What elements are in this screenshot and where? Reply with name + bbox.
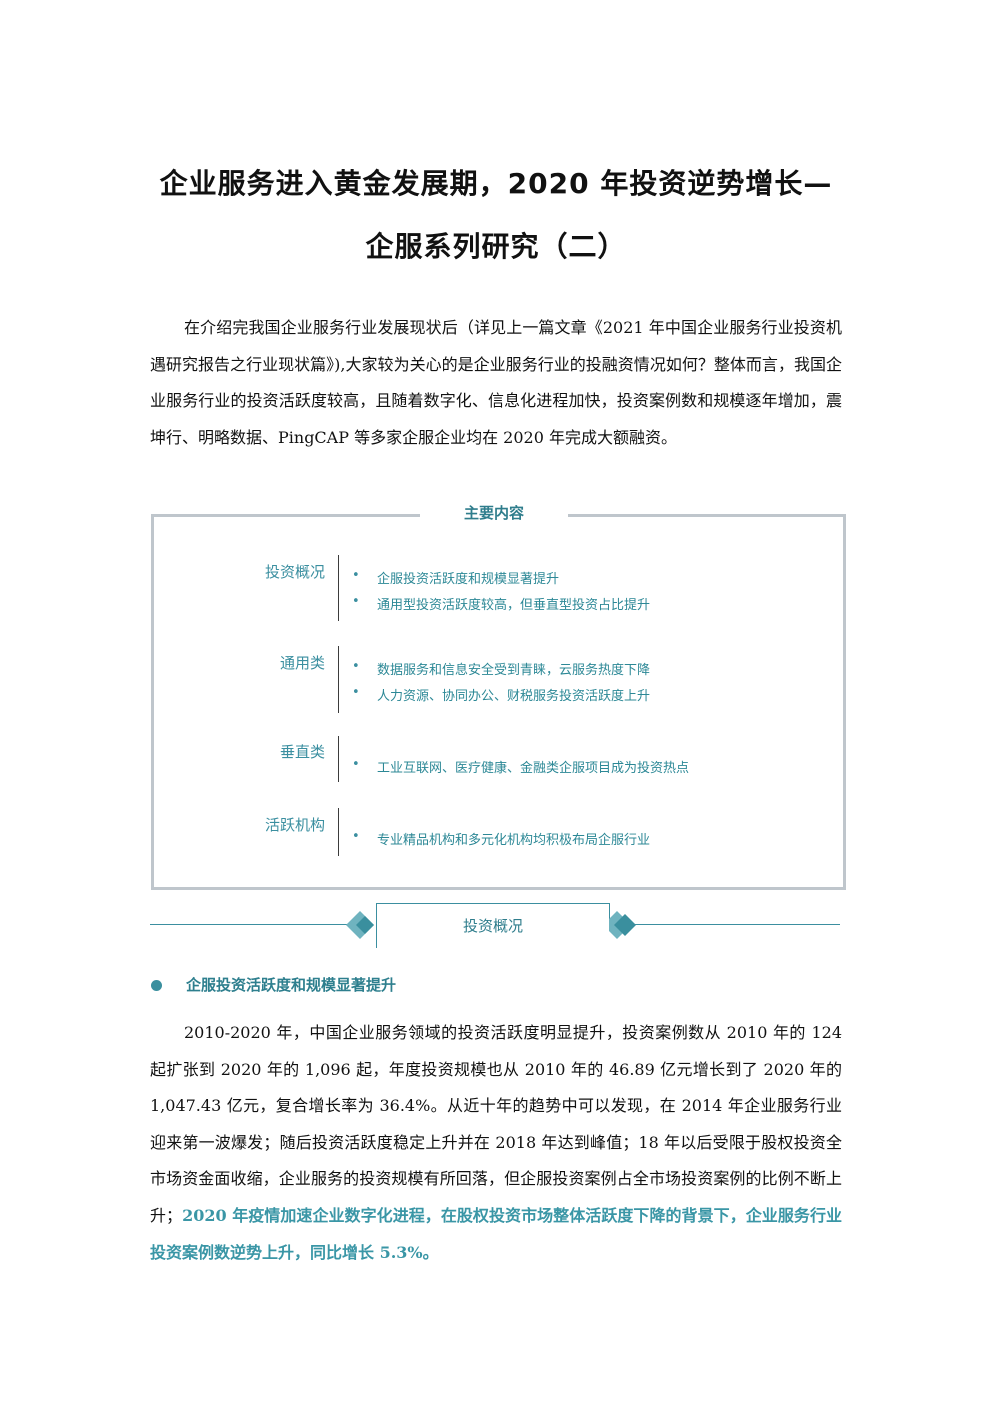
page-title-line2: 企服系列研究（二）	[365, 230, 627, 263]
summary-item: 数据服务和信息安全受到青睐，云服务热度下降	[377, 663, 651, 678]
summary-bullet: •	[352, 829, 360, 844]
double-diamond-icon	[609, 911, 636, 939]
dot-icon	[151, 980, 162, 991]
summary-title: 主要内容	[463, 504, 524, 522]
summary-item: 专业精品机构和多元化机构均积极布局企服行业	[377, 833, 651, 848]
section-title: 投资概况	[462, 917, 523, 935]
summary-item: 通用型投资活跃度较高，但垂直型投资占比提升	[377, 598, 651, 613]
section-rule-right	[630, 924, 840, 925]
section-frame-right	[609, 903, 610, 927]
intro-paragraph: 在介绍完我国企业服务行业发展现状后（详见上一篇文章《2021 年中国企业服务行业…	[150, 318, 842, 447]
page-title-line1: 企业服务进入黄金发展期，2020 年投资逆势增长—	[159, 167, 833, 200]
summary-title-background	[420, 500, 568, 528]
summary-category-vertical: 垂直类	[279, 743, 325, 761]
summary-divider	[338, 808, 339, 856]
body-text: 2010-2020 年，中国企业服务领域的投资活跃度明显提升，投资案例数从 20…	[150, 1023, 842, 1225]
summary-category-general: 通用类	[279, 654, 325, 672]
diamond-icon	[346, 911, 374, 939]
subsection-heading: 企服投资活跃度和规模显著提升	[186, 976, 397, 994]
summary-bullet: •	[352, 659, 360, 674]
summary-bullet: •	[352, 757, 360, 772]
summary-item: 企服投资活跃度和规模显著提升	[377, 572, 560, 587]
summary-item: 人力资源、协同办公、财税服务投资活跃度上升	[377, 689, 651, 704]
summary-bullet: •	[352, 685, 360, 700]
section-rule-left	[150, 924, 360, 925]
summary-divider	[338, 646, 339, 713]
summary-category-institutions: 活跃机构	[264, 816, 325, 834]
summary-divider	[338, 736, 339, 782]
summary-bullet: •	[352, 594, 360, 609]
summary-item: 工业互联网、医疗健康、金融类企服项目成为投资热点	[377, 761, 690, 776]
summary-category-investment: 投资概况	[264, 563, 325, 581]
body-paragraph: 2010-2020 年，中国企业服务领域的投资活跃度明显提升，投资案例数从 20…	[150, 1015, 842, 1271]
summary-bullet: •	[352, 568, 360, 583]
body-highlight: 2020 年疫情加速企业数字化进程，在股权投资市场整体活跃度下降的背景下，企业服…	[150, 1205, 842, 1262]
summary-divider	[338, 555, 339, 621]
section-frame-left	[376, 903, 377, 948]
section-frame-top	[377, 903, 609, 904]
